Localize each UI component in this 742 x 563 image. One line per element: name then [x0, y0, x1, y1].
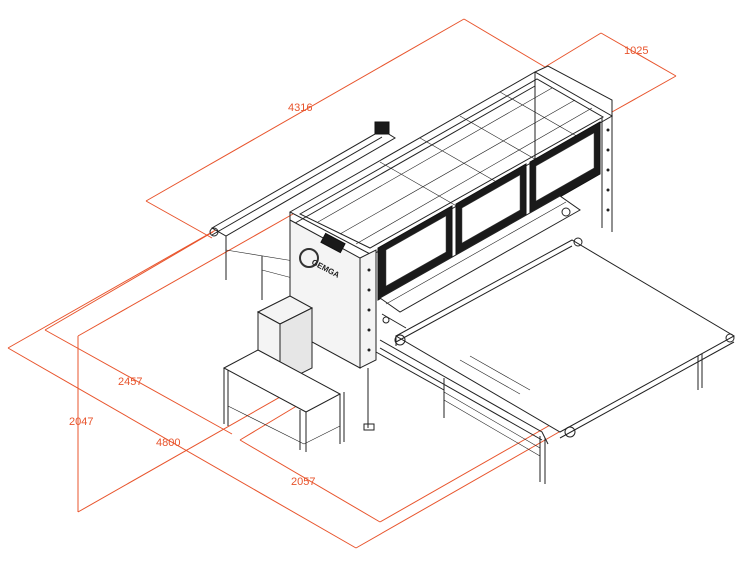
machine-body: GEMGA — [209, 65, 736, 484]
dimension-label-2057: 2057 — [291, 476, 315, 488]
side-panels — [377, 121, 601, 301]
dimension-label-4316: 4316 — [288, 102, 312, 114]
outfeed-conveyor — [375, 239, 736, 484]
dimension-label-1025: 1025 — [624, 45, 648, 57]
dimension-label-4800: 4800 — [156, 437, 180, 449]
side-table — [222, 349, 345, 452]
top-frame — [288, 65, 614, 270]
dimension-label-2047: 2047 — [69, 416, 93, 428]
inner-conveyor — [379, 195, 583, 313]
infeed-conveyor — [209, 121, 396, 300]
electrical-box — [256, 295, 314, 385]
dimension-label-2457: 2457 — [118, 376, 142, 388]
